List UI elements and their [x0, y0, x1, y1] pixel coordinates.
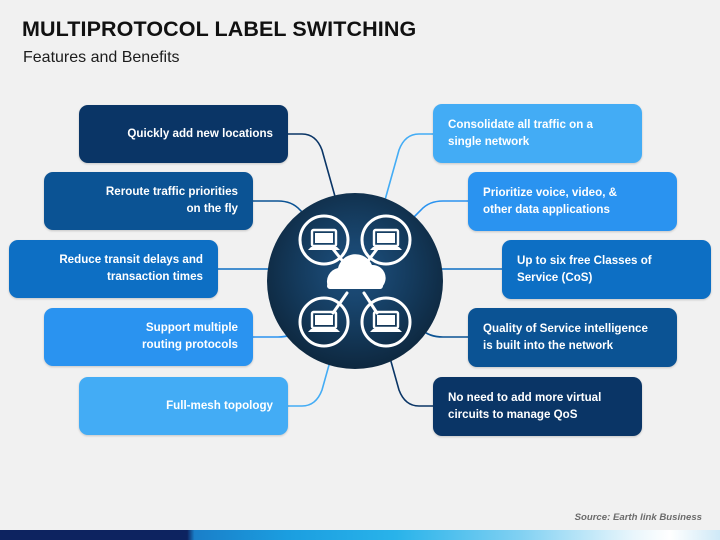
feature-box-right-2[interactable]: Prioritize voice, video, &other data app… [468, 172, 677, 231]
page-title: MULTIPROTOCOL LABEL SWITCHING [22, 17, 417, 41]
feature-box-label: Full-mesh topology [166, 398, 273, 412]
cloud-icon [326, 254, 386, 289]
central-network-graphic [267, 193, 443, 369]
laptop-icon [298, 296, 350, 348]
page-subtitle: Features and Benefits [23, 49, 180, 66]
feature-box-label: Prioritize voice, video, &other data app… [483, 185, 618, 216]
laptop-icon [360, 296, 412, 348]
source-attribution: Source: Earth link Business [574, 512, 702, 523]
feature-box-left-5[interactable]: Full-mesh topology [79, 377, 288, 435]
feature-box-label: Quickly add new locations [127, 126, 273, 140]
footer-accent-bar [0, 530, 720, 540]
laptop-icon [298, 214, 350, 266]
laptop-icon [360, 214, 412, 266]
hub-contents [298, 214, 412, 348]
feature-box-left-1[interactable]: Quickly add new locations [79, 105, 288, 163]
